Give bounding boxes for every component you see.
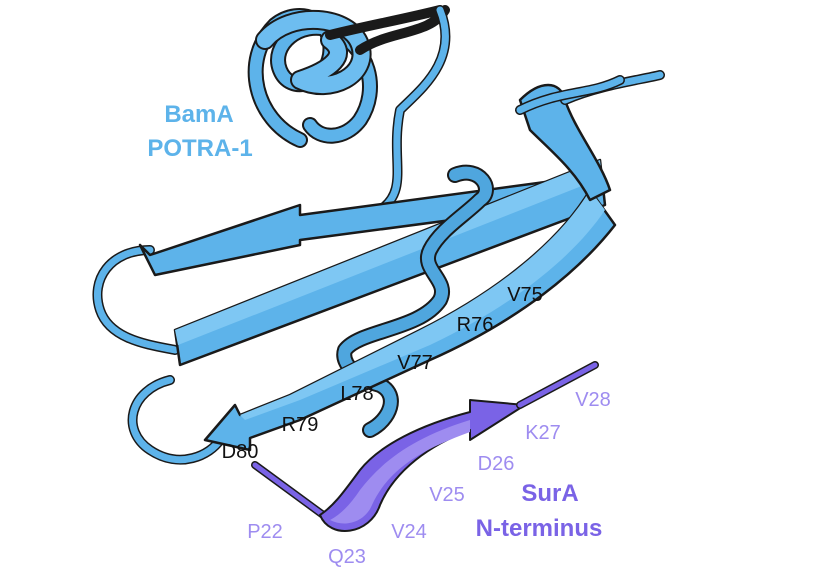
sura-label-line1: SurA xyxy=(521,480,578,507)
residue-p22: P22 xyxy=(247,521,283,543)
sura-n-terminus-ribbon xyxy=(251,361,599,532)
residue-d80: D80 xyxy=(222,441,259,463)
residue-v77: V77 xyxy=(397,352,433,374)
bama-hairpin xyxy=(518,83,612,202)
bama-strand-1 xyxy=(138,178,567,277)
residue-l78: L78 xyxy=(340,383,373,405)
residue-q23: Q23 xyxy=(328,546,366,568)
residue-r79: R79 xyxy=(282,414,319,436)
residue-v24: V24 xyxy=(391,521,427,543)
residue-r76: R76 xyxy=(457,314,494,336)
sura-label-line2: N-terminus xyxy=(476,515,603,542)
residue-d26: D26 xyxy=(478,453,515,475)
residue-v25: V25 xyxy=(429,484,465,506)
residue-k27: K27 xyxy=(525,422,561,444)
bama-label-line2: POTRA-1 xyxy=(147,135,252,162)
bama-potra1-ribbon xyxy=(92,5,665,465)
residue-v28: V28 xyxy=(575,389,611,411)
residue-v75: V75 xyxy=(507,284,543,306)
bama-label-line1: BamA xyxy=(164,101,233,128)
